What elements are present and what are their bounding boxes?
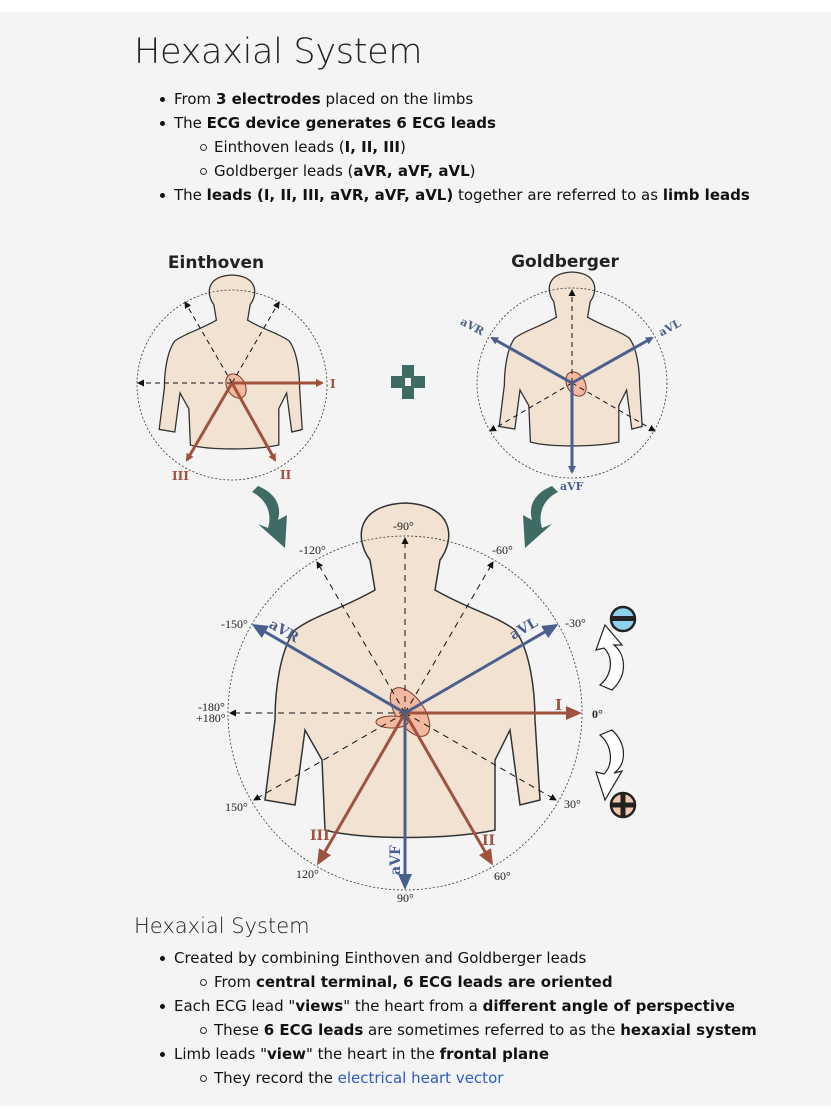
body-silhouette xyxy=(158,274,303,450)
lead-II-arrow xyxy=(403,712,493,866)
lead-aVF-label: aVF xyxy=(560,480,584,493)
lead-aVL-arrow xyxy=(404,623,559,715)
degree-minus60: -60° xyxy=(492,543,513,557)
einthoven-diagram: Einthoven I II III xyxy=(136,253,336,483)
electrical-heart-vector-link[interactable]: electrical heart vector xyxy=(337,1069,504,1087)
lead-aVL-label: aVL xyxy=(656,317,683,340)
list-subitem: From central terminal, 6 ECG leads are o… xyxy=(160,970,757,994)
hexaxial-list: Created by combining Einthoven and Goldb… xyxy=(160,946,757,1090)
page-title: Hexaxial System xyxy=(134,32,423,72)
lead-III-arrow xyxy=(185,382,234,462)
list-subitem: They record the electrical heart vector xyxy=(160,1066,757,1090)
list-item: The ECG device generates 6 ECG leads xyxy=(160,111,750,135)
lead-III-arrow xyxy=(317,712,407,866)
list-subitem: Goldberger leads (aVR, aVF, aVL) xyxy=(160,159,750,183)
axis-dashed xyxy=(489,382,573,432)
lead-III-label: III xyxy=(172,469,189,483)
lead-aVL-label: aVL xyxy=(507,615,541,644)
lead-II-label: II xyxy=(482,833,495,849)
degree-30: 30° xyxy=(564,797,581,811)
degree-120: 120° xyxy=(296,867,319,881)
degree-0: 0° xyxy=(592,707,603,721)
axis-dashed xyxy=(231,301,280,384)
axis-minus120 xyxy=(316,561,406,714)
degree-minus120: -120° xyxy=(299,543,326,557)
list-item: Each ECG lead "views" the heart from a d… xyxy=(160,994,757,1018)
lead-I-label: I xyxy=(555,696,562,714)
lead-aVR-label: aVR xyxy=(458,315,487,339)
goldberger-diagram: Goldberger aVR aVL aVF xyxy=(458,252,683,493)
list-item: Limb leads "view" the heart in the front… xyxy=(160,1042,757,1066)
hexaxial-wheel: I II III aVR aVL aVF 0° 30° 60° 90° 120°… xyxy=(196,502,603,905)
lead-circle xyxy=(476,287,668,479)
lead-I-label: I xyxy=(330,377,336,391)
lead-aVL-arrow xyxy=(571,336,654,385)
list-item: The leads (I, II, III, aVR, aVF, aVL) to… xyxy=(160,183,750,207)
list-item: Created by combining Einthoven and Goldb… xyxy=(160,946,757,970)
page: Hexaxial System From 3 electrodes placed… xyxy=(0,12,831,1106)
list-subitem: These 6 ECG leads are sometimes referred… xyxy=(160,1018,757,1042)
einthoven-title: Einthoven xyxy=(168,253,264,273)
rotation-arrow-up-icon xyxy=(595,623,625,691)
minus-icon xyxy=(609,605,637,633)
section-heading: Hexaxial System xyxy=(134,914,310,938)
degree-60: 60° xyxy=(494,869,511,883)
degree-minus180: -180° xyxy=(198,700,225,714)
lead-aVR-arrow xyxy=(490,336,573,385)
list-subitem: Einthoven leads (I, II, III) xyxy=(160,135,750,159)
degree-minus90: -90° xyxy=(393,519,414,533)
lead-circle xyxy=(227,535,583,891)
rotation-arrow-down-icon xyxy=(595,729,625,802)
merge-arrow-icon xyxy=(252,486,287,548)
intro-list: From 3 electrodes placed on the limbs Th… xyxy=(160,87,750,207)
plus-sign-icon xyxy=(609,791,637,819)
goldberger-title: Goldberger xyxy=(511,252,619,272)
lead-III-label: III xyxy=(310,828,330,844)
degree-plus180: +180° xyxy=(196,711,226,725)
lead-aVR-arrow xyxy=(251,623,406,715)
merge-arrow-icon xyxy=(523,486,558,548)
lead-II-arrow xyxy=(230,382,277,462)
axis-150 xyxy=(253,712,406,801)
plus-icon-center xyxy=(405,378,411,386)
lead-II-label: II xyxy=(280,468,292,482)
lead-aVF-label: aVF xyxy=(388,845,404,875)
axis-minus60 xyxy=(404,561,494,714)
axis-dashed xyxy=(184,301,233,384)
axis-30 xyxy=(404,712,557,801)
degree-150: 150° xyxy=(225,800,248,814)
degree-minus30: -30° xyxy=(565,616,586,630)
degree-90: 90° xyxy=(397,891,414,905)
degree-minus150: -150° xyxy=(221,617,248,631)
axis-dashed xyxy=(571,382,656,432)
list-item: From 3 electrodes placed on the limbs xyxy=(160,87,750,111)
